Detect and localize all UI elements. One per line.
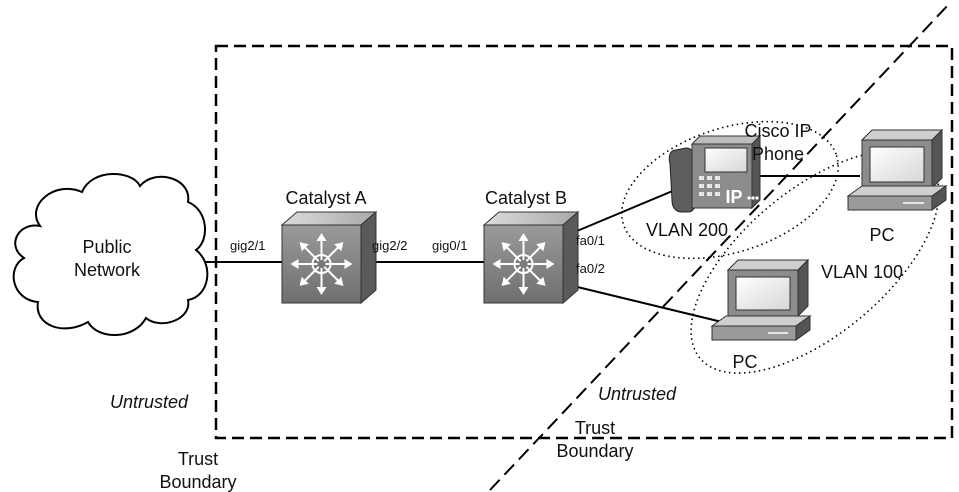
trust-boundary-label-line1: Trust <box>178 449 218 469</box>
link-b-to-phone <box>564 189 676 237</box>
link-b-to-pc <box>564 283 723 323</box>
trust-boundary-diagonal <box>489 2 951 491</box>
catalyst-a-label: Catalyst A <box>285 188 366 208</box>
cloud-label-line2: Network <box>74 260 141 280</box>
ip-phone-badge: IP <box>725 187 742 207</box>
untrusted-label-left: Untrusted <box>110 392 189 412</box>
catalyst-b-label: Catalyst B <box>485 188 567 208</box>
public-network-cloud: Public Network <box>12 173 209 336</box>
trust-boundary-label-line2: Boundary <box>159 472 236 492</box>
cloud-label-line1: Public <box>82 237 131 257</box>
diagonal-trust-boundary-label-line2: Boundary <box>556 441 633 461</box>
ip-phone-label-line2: Phone <box>752 144 804 164</box>
trust-boundary-box <box>214 44 954 440</box>
pc-right-icon <box>846 128 948 211</box>
vlan-100-label: VLAN 100 <box>821 262 903 282</box>
catalyst-a-port-left: gig2/1 <box>230 238 265 253</box>
pc-lower-label: PC <box>732 352 757 372</box>
vlan-200-label: VLAN 200 <box>646 220 728 240</box>
catalyst-b-port-pc: fa0/2 <box>576 261 605 276</box>
catalyst-b-switch-icon <box>482 210 580 305</box>
catalyst-a-port-right: gig2/2 <box>372 238 407 253</box>
catalyst-a-switch-icon <box>280 210 378 305</box>
pc-right-label: PC <box>869 225 894 245</box>
catalyst-b-port-phone: fa0/1 <box>576 233 605 248</box>
ip-phone-label-line1: Cisco IP <box>744 121 811 141</box>
pc-lower-icon <box>710 258 812 341</box>
catalyst-b-port-left: gig0/1 <box>432 238 467 253</box>
ip-phone-icon: IP <box>668 134 762 213</box>
untrusted-label-diagonal: Untrusted <box>598 384 677 404</box>
diagonal-trust-boundary-label-line1: Trust <box>575 418 615 438</box>
